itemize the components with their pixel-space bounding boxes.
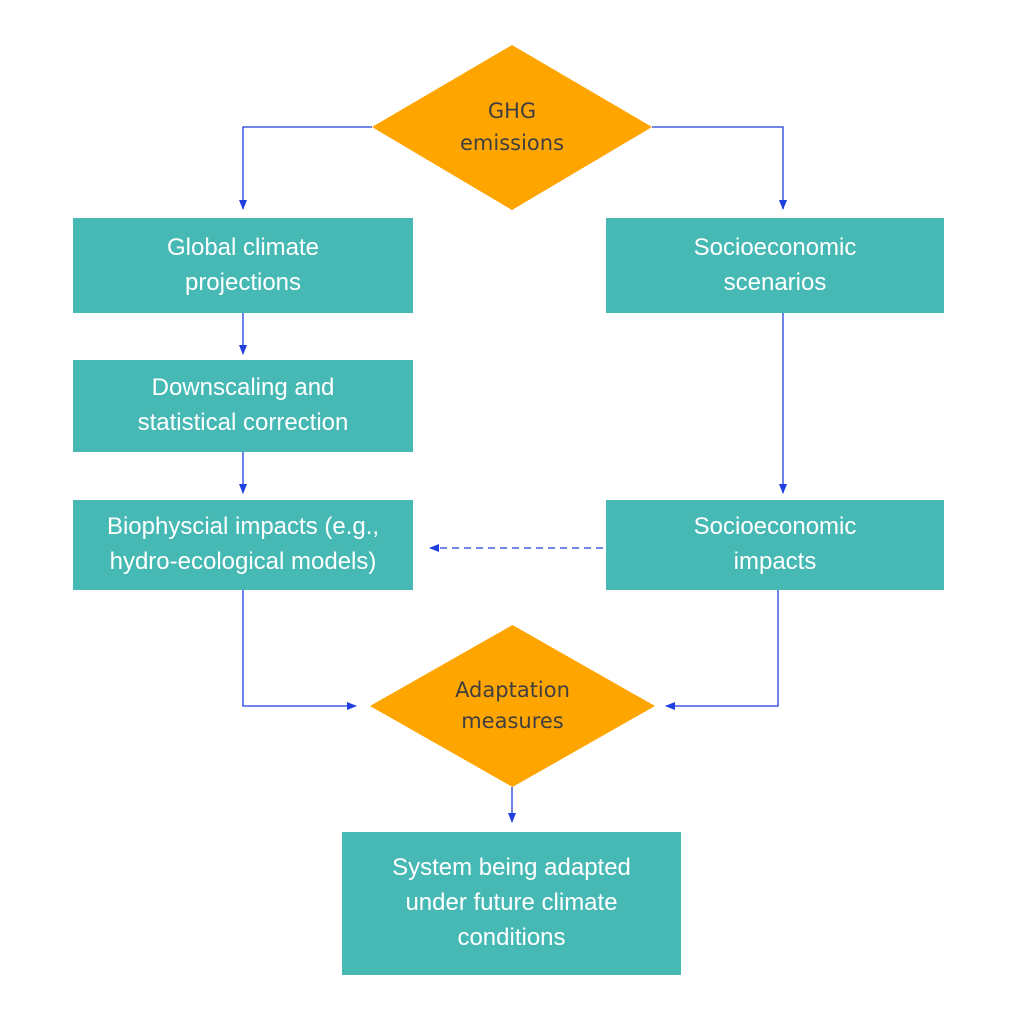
arrow-ghg-to-global-climate	[239, 126, 372, 210]
ghg-emissions-label: GHG emissions	[459, 99, 565, 155]
biophysical-impacts-box: Biophyscial impacts (e.g., hydro-ecologi…	[73, 500, 413, 590]
system-adapted-box: System being adapted under future climat…	[342, 832, 681, 975]
global-climate-projections-box: Global climate projections	[73, 218, 413, 313]
adaptation-measures-diamond: Adaptation measures	[370, 625, 655, 787]
socioeconomic-impacts-label: Socioeconomic impacts	[693, 513, 857, 575]
system-adapted-label: System being adapted under future climat…	[392, 854, 631, 951]
arrow-biophysical-to-adaptation	[242, 590, 357, 710]
ghg-diamond-shape	[372, 45, 652, 210]
arrow-ghg-to-socio-scenarios	[652, 126, 787, 210]
socioeconomic-scenarios-label: Socioeconomic scenarios	[693, 233, 857, 296]
socioeconomic-impacts-box: Socioeconomic impacts	[606, 500, 944, 590]
adaptation-measures-label: Adaptation measures	[455, 677, 570, 734]
downscaling-box: Downscaling and statistical correction	[73, 360, 413, 452]
arrow-socio-impacts-to-adaptation	[665, 590, 779, 710]
downscaling-label: Downscaling and statistical correction	[137, 374, 349, 436]
ghg-emissions-diamond: GHG emissions	[372, 45, 652, 210]
global-climate-projections-label: Global climate projections	[166, 233, 320, 296]
biophysical-impacts-label: Biophyscial impacts (e.g., hydro-ecologi…	[106, 513, 380, 575]
socioeconomic-scenarios-box: Socioeconomic scenarios	[606, 218, 944, 313]
adaptation-diamond-shape	[370, 625, 655, 787]
